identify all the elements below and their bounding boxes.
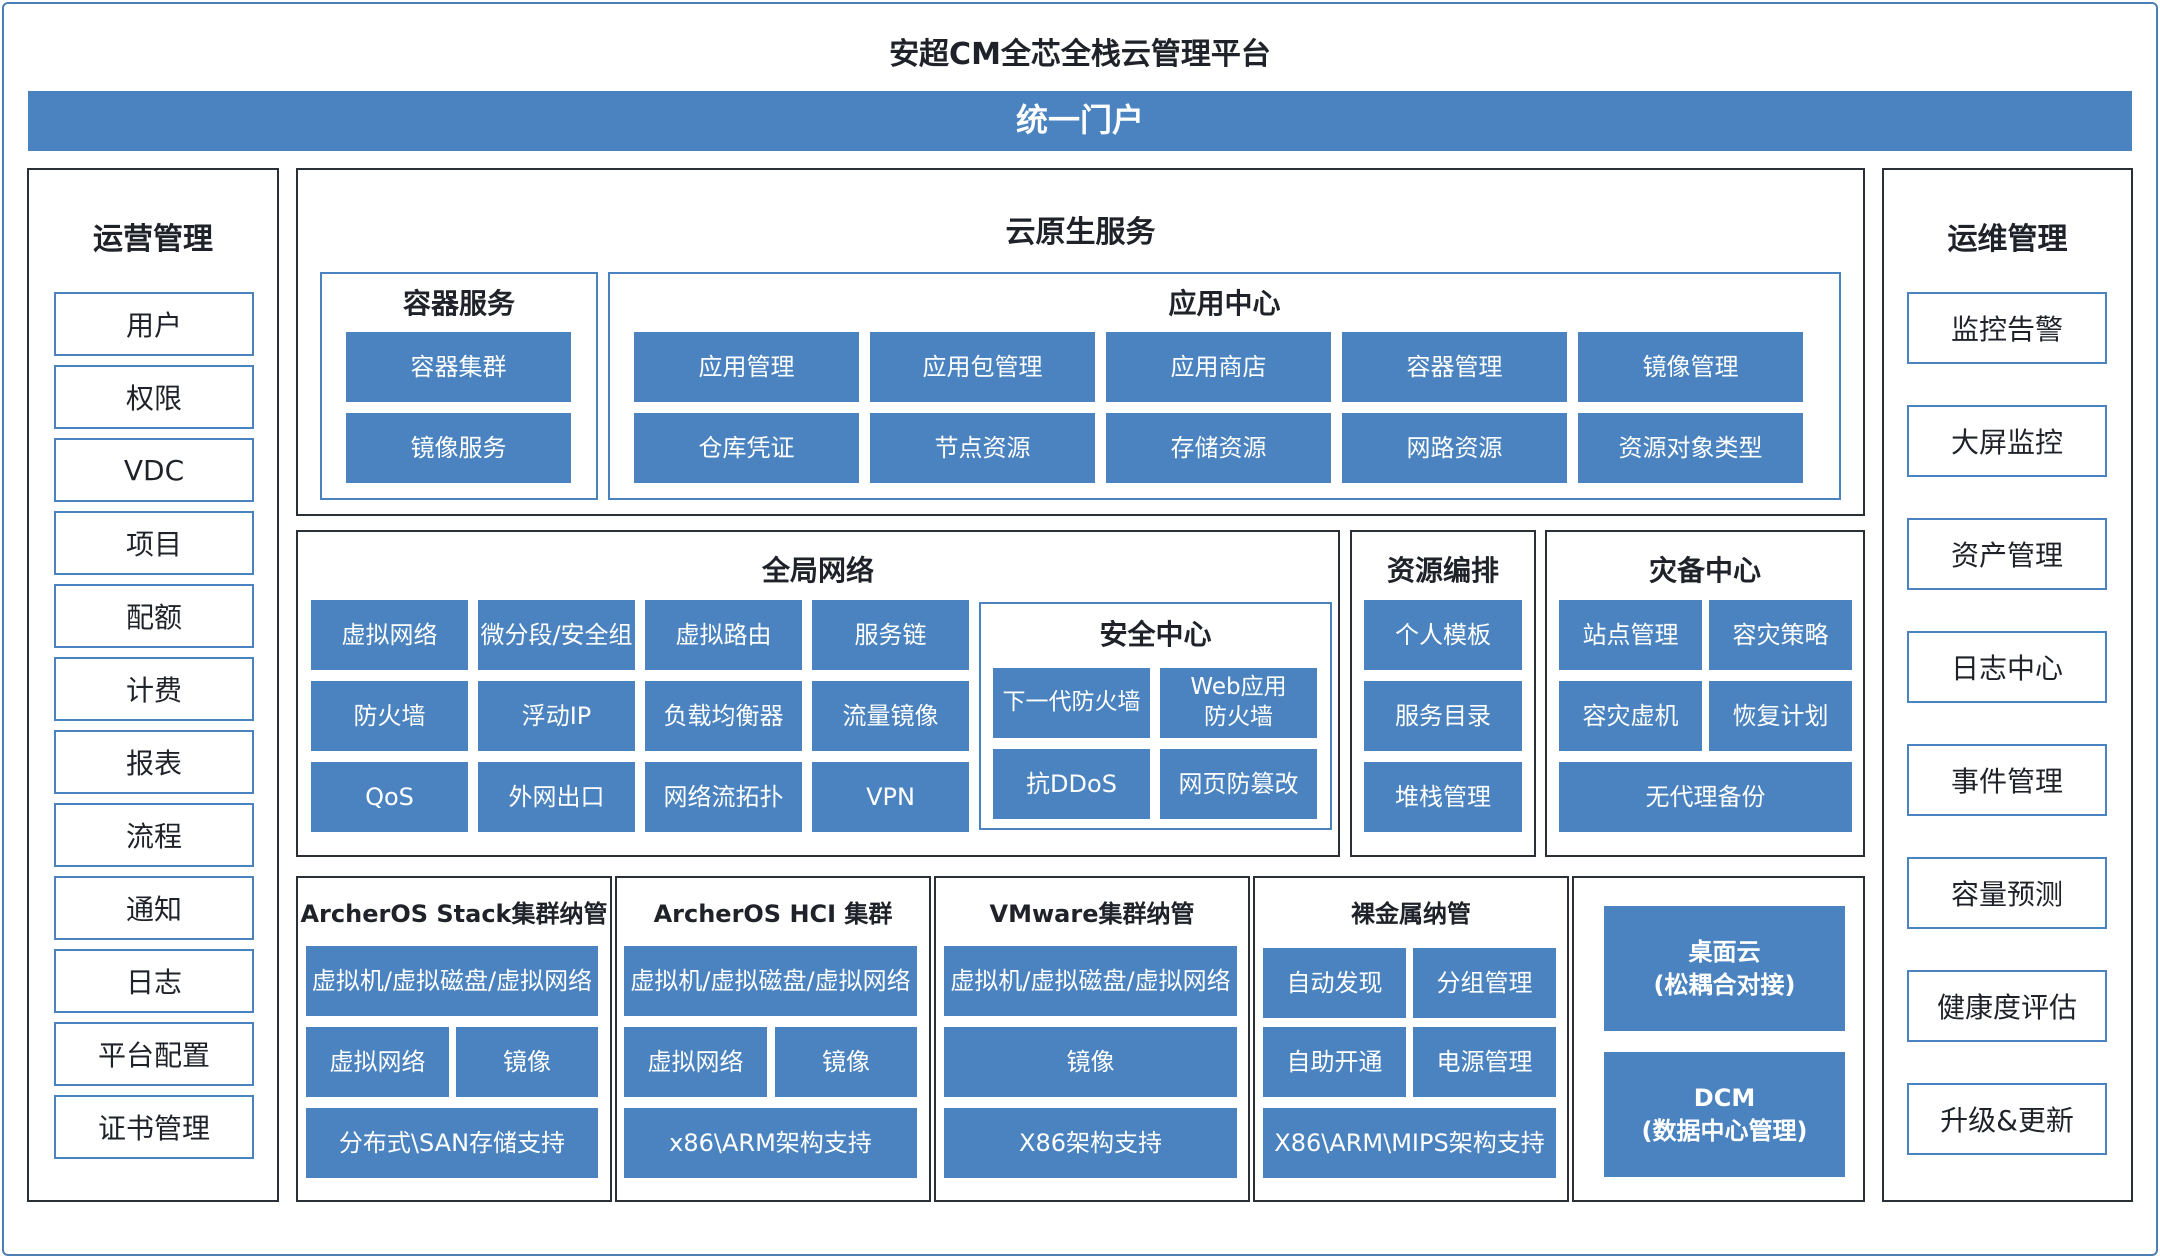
mt-item-event[interactable]: 事件管理	[1907, 744, 2107, 816]
maintenance-title: 运维管理	[1947, 222, 2068, 257]
ops-item-workflow[interactable]: 流程	[54, 803, 254, 867]
micro-segment-button[interactable]: 微分段/安全组	[478, 600, 635, 670]
node-resource-button[interactable]: 节点资源	[870, 413, 1095, 483]
ops-management-title: 运营管理	[93, 222, 213, 257]
vmware-image-button[interactable]: 镜像	[944, 1027, 1237, 1097]
storage-resource-button[interactable]: 存储资源	[1106, 413, 1331, 483]
ops-item-report[interactable]: 报表	[54, 730, 254, 794]
app-management-button[interactable]: 应用管理	[634, 332, 859, 402]
firewall-button[interactable]: 防火墙	[311, 681, 468, 751]
vmware-vm-disk-network-button[interactable]: 虚拟机/虚拟磁盘/虚拟网络	[944, 946, 1237, 1016]
virtual-router-button[interactable]: 虚拟路由	[645, 600, 802, 670]
mt-item-health[interactable]: 健康度评估	[1907, 970, 2107, 1042]
ops-item-permission[interactable]: 权限	[54, 365, 254, 429]
app-center-title: 应用中心	[1168, 287, 1281, 320]
ops-item-project[interactable]: 项目	[54, 511, 254, 575]
unified-portal-bar[interactable]: 统一门户	[28, 91, 2132, 151]
qos-button[interactable]: QoS	[311, 762, 468, 832]
ops-item-certificate[interactable]: 证书管理	[54, 1095, 254, 1159]
app-package-button[interactable]: 应用包管理	[870, 332, 1095, 402]
hci-vm-disk-network-button[interactable]: 虚拟机/虚拟磁盘/虚拟网络	[624, 946, 917, 1016]
global-network-title: 全局网络	[761, 554, 874, 587]
container-cluster-button[interactable]: 容器集群	[346, 332, 571, 402]
mt-item-upgrade[interactable]: 升级&更新	[1907, 1083, 2107, 1155]
mt-item-asset[interactable]: 资产管理	[1907, 518, 2107, 590]
auto-discovery-button[interactable]: 自动发现	[1263, 948, 1406, 1018]
vmware-arch-support-button[interactable]: X86架构支持	[944, 1108, 1237, 1178]
stack-vm-disk-network-button[interactable]: 虚拟机/虚拟磁盘/虚拟网络	[306, 946, 598, 1016]
container-management-button[interactable]: 容器管理	[1342, 332, 1567, 402]
external-egress-button[interactable]: 外网出口	[478, 762, 635, 832]
mt-item-log-center[interactable]: 日志中心	[1907, 631, 2107, 703]
desktop-cloud-button[interactable]: 桌面云 (松耦合对接)	[1604, 906, 1845, 1031]
network-topology-button[interactable]: 网络流拓扑	[645, 762, 802, 832]
recovery-plan-button[interactable]: 恢复计划	[1709, 681, 1852, 751]
ops-item-platform-config[interactable]: 平台配置	[54, 1022, 254, 1086]
bare-metal-title: 裸金属纳管	[1351, 899, 1471, 928]
traffic-mirror-button[interactable]: 流量镜像	[812, 681, 969, 751]
virtual-network-button[interactable]: 虚拟网络	[311, 600, 468, 670]
ngfw-button[interactable]: 下一代防火墙	[993, 668, 1150, 738]
dr-policy-button[interactable]: 容灾策略	[1709, 600, 1852, 670]
repo-credential-button[interactable]: 仓库凭证	[634, 413, 859, 483]
stack-storage-support-button[interactable]: 分布式\SAN存储支持	[306, 1108, 598, 1178]
hci-arch-support-button[interactable]: x86\ARM架构支持	[624, 1108, 917, 1178]
orchestration-title: 资源编排	[1386, 554, 1499, 587]
disaster-recovery-title: 灾备中心	[1648, 554, 1761, 587]
stack-virtual-network-button[interactable]: 虚拟网络	[306, 1027, 449, 1097]
container-service-title: 容器服务	[402, 287, 515, 320]
agentless-backup-button[interactable]: 无代理备份	[1559, 762, 1852, 832]
image-management-button[interactable]: 镜像管理	[1578, 332, 1803, 402]
service-catalog-button[interactable]: 服务目录	[1364, 681, 1522, 751]
hci-image-button[interactable]: 镜像	[775, 1027, 917, 1097]
network-resource-button[interactable]: 网路资源	[1342, 413, 1567, 483]
platform-title: 安超CM全芯全栈云管理平台	[889, 37, 1271, 72]
archeros-stack-title: ArcherOS Stack集群纳管	[300, 899, 608, 928]
ops-item-billing[interactable]: 计费	[54, 657, 254, 721]
web-tamper-button[interactable]: 网页防篡改	[1160, 749, 1317, 819]
resource-object-type-button[interactable]: 资源对象类型	[1578, 413, 1803, 483]
vpn-button[interactable]: VPN	[812, 762, 969, 832]
dr-vm-button[interactable]: 容灾虚机	[1559, 681, 1702, 751]
vmware-title: VMware集群纳管	[989, 899, 1195, 928]
stack-management-button[interactable]: 堆栈管理	[1364, 762, 1522, 832]
power-management-button[interactable]: 电源管理	[1413, 1027, 1556, 1097]
anti-ddos-button[interactable]: 抗DDoS	[993, 749, 1150, 819]
archeros-hci-title: ArcherOS HCI 集群	[653, 899, 893, 928]
ops-item-notification[interactable]: 通知	[54, 876, 254, 940]
cloud-native-title: 云原生服务	[1005, 215, 1156, 250]
ops-item-quota[interactable]: 配额	[54, 584, 254, 648]
app-store-button[interactable]: 应用商店	[1106, 332, 1331, 402]
ops-item-log[interactable]: 日志	[54, 949, 254, 1013]
self-provision-button[interactable]: 自助开通	[1263, 1027, 1406, 1097]
mt-item-monitoring-alarm[interactable]: 监控告警	[1907, 292, 2107, 364]
mt-item-screen-monitor[interactable]: 大屏监控	[1907, 405, 2107, 477]
ops-item-vdc[interactable]: VDC	[54, 438, 254, 502]
image-service-button[interactable]: 镜像服务	[346, 413, 571, 483]
load-balancer-button[interactable]: 负载均衡器	[645, 681, 802, 751]
group-management-button[interactable]: 分组管理	[1413, 948, 1556, 1018]
dcm-button[interactable]: DCM (数据中心管理)	[1604, 1052, 1845, 1177]
security-center-title: 安全中心	[1099, 618, 1212, 651]
service-chain-button[interactable]: 服务链	[812, 600, 969, 670]
ops-item-user[interactable]: 用户	[54, 292, 254, 356]
waf-button[interactable]: Web应用 防火墙	[1160, 668, 1317, 738]
stack-image-button[interactable]: 镜像	[456, 1027, 598, 1097]
mt-item-capacity[interactable]: 容量预测	[1907, 857, 2107, 929]
personal-template-button[interactable]: 个人模板	[1364, 600, 1522, 670]
floating-ip-button[interactable]: 浮动IP	[478, 681, 635, 751]
hci-virtual-network-button[interactable]: 虚拟网络	[624, 1027, 767, 1097]
bare-metal-arch-support-button[interactable]: X86\ARM\MIPS架构支持	[1263, 1108, 1556, 1178]
site-management-button[interactable]: 站点管理	[1559, 600, 1702, 670]
